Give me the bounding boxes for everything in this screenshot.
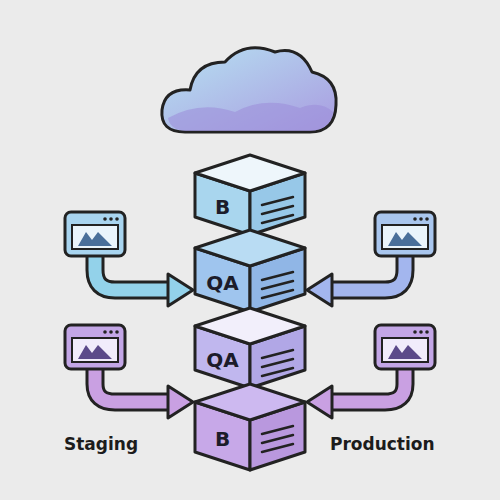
- browser-window: [375, 212, 435, 256]
- browser-window: [65, 325, 125, 369]
- arrow-head: [307, 386, 332, 418]
- browser-window: [375, 325, 435, 369]
- browser-screen: [382, 225, 428, 249]
- cube-label: QA: [195, 254, 250, 312]
- cube-detail-line: [262, 215, 293, 223]
- browser-dot: [413, 217, 417, 221]
- browser-dot: [115, 217, 119, 221]
- browser-dot: [103, 330, 107, 334]
- cube-detail-line: [262, 426, 293, 434]
- cube-detail-line: [262, 197, 293, 205]
- browser-screen: [382, 338, 428, 362]
- cube-label: B: [195, 179, 250, 235]
- cube-label: B: [195, 408, 250, 470]
- cube-detail-line: [262, 290, 293, 298]
- cube-detail-line: [262, 368, 293, 376]
- browser-dot: [425, 330, 429, 334]
- cube-top-face: [195, 230, 305, 266]
- browser-icon: [388, 345, 422, 359]
- arrow-outline: [328, 366, 405, 402]
- cube-detail-line: [262, 359, 293, 367]
- cube-shape: [195, 155, 305, 235]
- browser-screen: [72, 225, 118, 249]
- browser-dot: [419, 330, 423, 334]
- arrow-body: [95, 366, 172, 402]
- cube-detail-line: [262, 350, 293, 358]
- cube-shape: [195, 384, 305, 470]
- arrow-body: [328, 252, 405, 290]
- arrow-head: [307, 274, 332, 306]
- server-cube: B: [195, 384, 305, 470]
- arrow-outline: [95, 252, 172, 290]
- arrow-head: [168, 386, 193, 418]
- cube-label: QA: [195, 332, 250, 388]
- cloud-shade: [168, 103, 333, 131]
- cube-detail-line: [262, 206, 293, 214]
- server-cube: QA: [195, 308, 305, 388]
- browser-dot: [109, 217, 113, 221]
- browser-dot: [109, 330, 113, 334]
- cube-detail-line: [262, 444, 293, 452]
- cube-top-face: [195, 384, 305, 420]
- arrow-body: [95, 252, 172, 290]
- browser-dot: [103, 217, 107, 221]
- browser-window: [65, 212, 125, 256]
- arrow-body: [328, 366, 405, 402]
- cube-top-face: [195, 155, 305, 191]
- server-cube: QA: [195, 230, 305, 312]
- browser-dot: [413, 330, 417, 334]
- server-cube: B: [195, 155, 305, 235]
- environment-label: Staging: [64, 434, 138, 454]
- cube-detail-line: [262, 435, 293, 443]
- browser-icon: [78, 232, 112, 246]
- browser-screen: [72, 338, 118, 362]
- cube-detail-line: [262, 272, 293, 280]
- cube-top-face: [195, 308, 305, 344]
- browser-dot: [115, 330, 119, 334]
- browser-icon: [388, 232, 422, 246]
- cloud: [162, 48, 336, 132]
- cube-detail-line: [262, 281, 293, 289]
- arrow-outline: [328, 252, 405, 290]
- environment-label: Production: [330, 434, 435, 454]
- browser-icon: [78, 345, 112, 359]
- arrow-outline: [95, 366, 172, 402]
- browser-dot: [425, 217, 429, 221]
- arrow-head: [168, 274, 193, 306]
- browser-dot: [419, 217, 423, 221]
